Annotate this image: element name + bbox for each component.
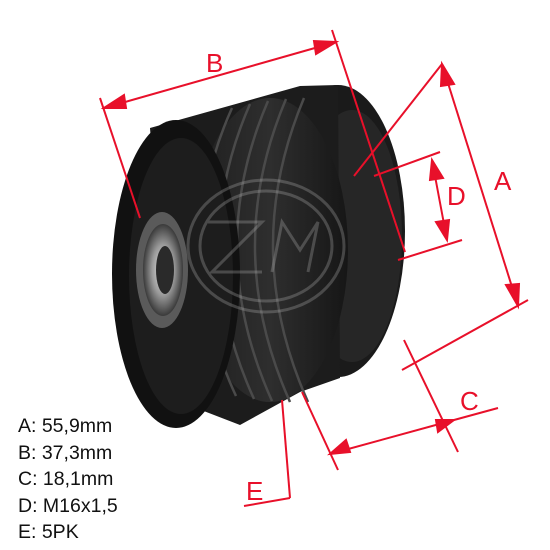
label-e: E	[246, 476, 263, 506]
watermark-logo	[186, 178, 346, 314]
spec-b: B: 37,3mm	[18, 441, 113, 464]
spec-c: C: 18,1mm	[18, 468, 114, 490]
spec-d: D: M16x1,5	[18, 494, 118, 517]
spec-list: A: 55,9mm B: 37,3mm C: 18,1mm D: M16x1,5…	[18, 413, 118, 546]
label-a: A	[494, 166, 512, 196]
spec-e: E: 5PK	[18, 521, 79, 543]
label-c: C	[460, 386, 479, 416]
bearing-bore	[156, 246, 174, 294]
spec-a: A: 55,9mm	[18, 415, 113, 437]
label-d: D	[447, 181, 466, 211]
dimension-letters: B A D C E	[206, 48, 512, 506]
pulley-part	[112, 85, 405, 428]
label-b: B	[206, 48, 223, 78]
dimension-lines	[99, 29, 529, 507]
